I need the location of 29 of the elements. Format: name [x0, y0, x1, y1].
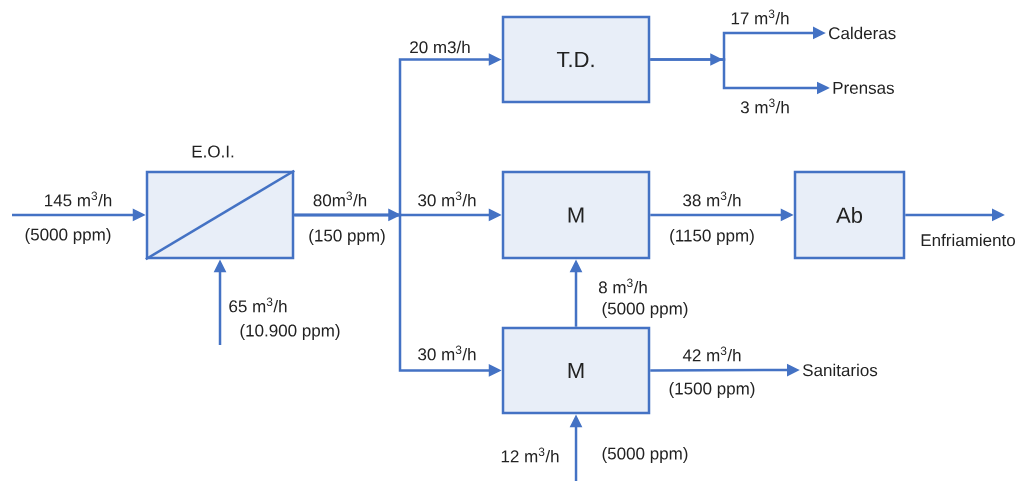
- flow-label: 3 m$^{3}$/h: [740, 98, 789, 114]
- process-box: T.D.: [501, 15, 651, 104]
- flow-label: (10.900 ppm): [240, 324, 340, 340]
- destination-label: Calderas: [829, 26, 896, 40]
- flow-label: 80m$^{3}$/h: [313, 191, 367, 207]
- process-box: M: [501, 170, 651, 260]
- flow-label: 20 m3/h: [410, 40, 470, 54]
- flow-label: (150 ppm): [309, 229, 385, 245]
- process-box: Ab: [793, 170, 906, 260]
- flow-label: Enfriamiento: [921, 233, 1015, 247]
- flow-label: (5000 ppm): [25, 228, 111, 244]
- process-box: E.O.I.: [145, 145, 295, 261]
- flow-label: 8 m$^{3}$/h: [598, 278, 647, 294]
- flow-label: 145 m$^{3}$/h: [45, 191, 112, 207]
- flow-label: 42 m$^{3}$/h: [682, 346, 741, 362]
- flow-label: 65 m$^{3}$/h: [229, 297, 287, 313]
- destination-label: Sanitarios: [802, 363, 878, 377]
- flow-label: 17 m$^{3}$/h: [731, 9, 789, 25]
- flow-label: 30 m$^{3}$/h: [418, 345, 476, 361]
- flow-label: 12 m$^{3}$/h: [501, 447, 559, 463]
- flow-label: 30 m$^{3}$/h: [418, 191, 476, 207]
- flow-label: (1500 ppm): [669, 382, 755, 398]
- flow-label: (1150 ppm): [670, 229, 754, 245]
- flow-label: (5000 ppm): [602, 447, 688, 463]
- destination-label: Prensas: [833, 82, 894, 94]
- node-label: E.O.I.: [192, 145, 234, 158]
- flow-label: (5000 ppm): [602, 302, 688, 318]
- flow-label: 38 m$^{3}$/h: [683, 191, 741, 207]
- process-box: M: [501, 326, 651, 415]
